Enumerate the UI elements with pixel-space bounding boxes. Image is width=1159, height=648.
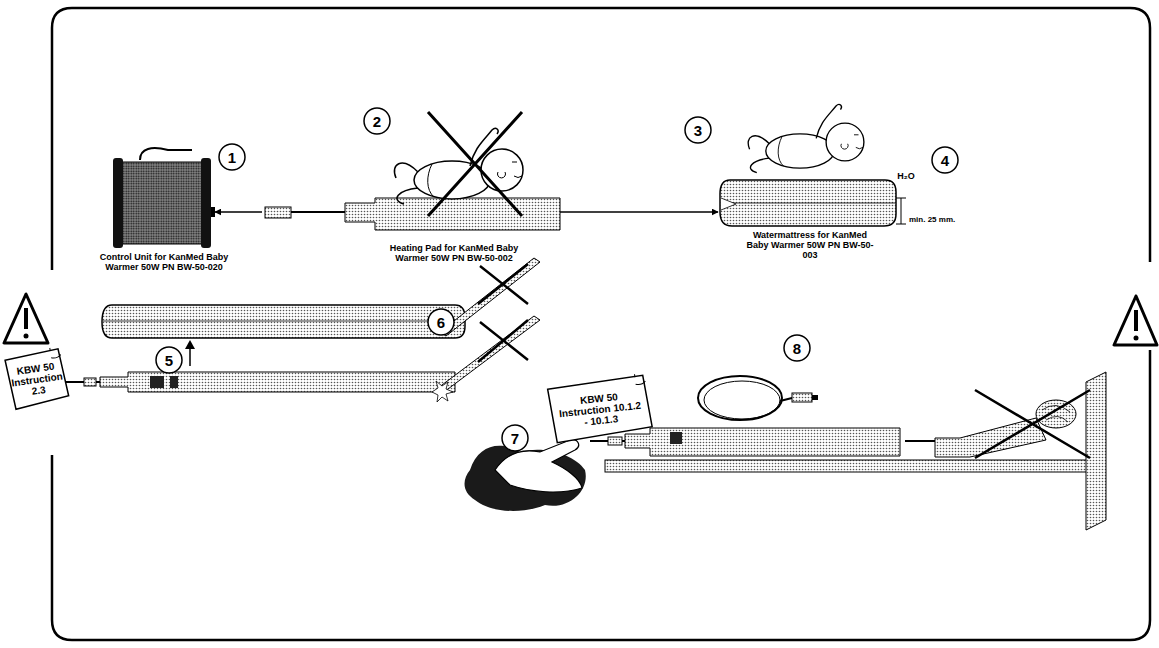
callout-number: 1 [228,149,236,166]
rolled-pad [1042,405,1070,422]
pad-cable [291,211,345,213]
booklet-tab [50,346,62,359]
water-mattress [102,305,465,338]
puncture-spark [432,381,453,402]
callout-circle [685,117,711,143]
booklet-tab [634,373,645,385]
control-unit-port [211,207,215,217]
warning-mark [1134,336,1139,341]
callout-circle [364,108,390,134]
callout-circles [156,108,958,451]
callout-circle [784,335,810,361]
folded-pad [935,418,1046,457]
booklet-title: KBW 50 Instruction 10.1.2 - 10.1.3 [547,387,654,431]
annotation-text: H₂O [897,171,915,181]
lift-arrow [189,347,191,366]
coiled-cable [780,398,792,401]
callout-circle [219,144,245,170]
booklet-text-box: KBW 50 Instruction 2.3 [2,346,71,412]
cable-plug [812,395,818,400]
lift-arrowhead [185,340,195,349]
part-label: Heating Pad for KanMed Baby Warmer 50W P… [384,243,524,263]
callout-number: 7 [511,430,519,447]
water-mattress [720,180,896,226]
pad-sensor [170,376,178,388]
instruction-booklet: KBW 50 Instruction 2.3 [2,346,71,412]
table-surface [605,460,1087,472]
callout-number: 3 [694,122,702,139]
callout-circle [502,425,528,451]
baby-figure [394,128,523,204]
coiled-cable [704,381,780,419]
callout-number: 5 [165,352,173,369]
warning-triangle [1114,296,1157,345]
callout-circle [156,347,182,373]
rolled-pad [1036,400,1076,428]
pad-plug [608,437,622,445]
unit-handle [140,148,192,160]
pad-sensor [670,432,682,444]
heating-pad [100,372,455,392]
control-unit-body [118,162,206,244]
control-unit-cap [113,158,123,248]
frame-border [52,8,1150,640]
callout-number: 2 [373,113,381,130]
dimension-bracket [896,198,906,224]
part-label: Control Unit for KanMed Baby Warmer 50W … [99,252,229,272]
booklet-page [547,375,653,443]
instruction-booklet: KBW 50 Instruction 10.1.2 - 10.1.3 [545,373,655,446]
pad-cable [905,440,935,442]
warning-mark [24,308,28,329]
mattress-seam [721,203,895,204]
callout-number: 8 [793,340,801,357]
callout-circle [428,309,454,335]
cross-out [478,264,528,304]
pad-plug [265,207,291,218]
coiled-cable [698,376,782,420]
pad-sensor [150,376,164,388]
connector-arrow [560,211,718,213]
baby-figure [748,105,864,173]
part-label: Watermattress for KanMed Baby Warmer 50W… [745,230,875,260]
cross-out [428,112,522,216]
cross-out [975,390,1090,458]
pad-plug [84,378,96,386]
warning-mark [1134,310,1138,331]
mattress-seam [103,321,464,322]
connector-arrow [215,211,262,213]
warning-triangle [4,294,48,343]
device-node: Watermattress for KanMed Baby Warmer 50W… [718,172,898,228]
mattress-valve [721,198,736,210]
booklet-text-box: KBW 50 Instruction 10.1.2 - 10.1.3 [545,373,655,446]
control-unit-cap [201,158,211,248]
annotation-text: min. 25 mm. [909,215,955,224]
callout-circle [932,147,958,173]
wall [1086,372,1106,530]
cable-plug [792,393,812,402]
warning-mark [24,334,29,339]
cross-out [478,320,528,362]
booklet-title: KBW 50 Instruction 2.3 [1,358,73,400]
callout-number: 4 [941,152,949,169]
device-node: Control Unit for KanMed Baby Warmer 50W … [113,150,215,248]
heating-pad [345,198,560,230]
heating-pad [625,428,900,456]
device-node: Heating Pad for KanMed Baby Warmer 50W P… [262,195,560,235]
callout-number: 6 [437,314,445,331]
